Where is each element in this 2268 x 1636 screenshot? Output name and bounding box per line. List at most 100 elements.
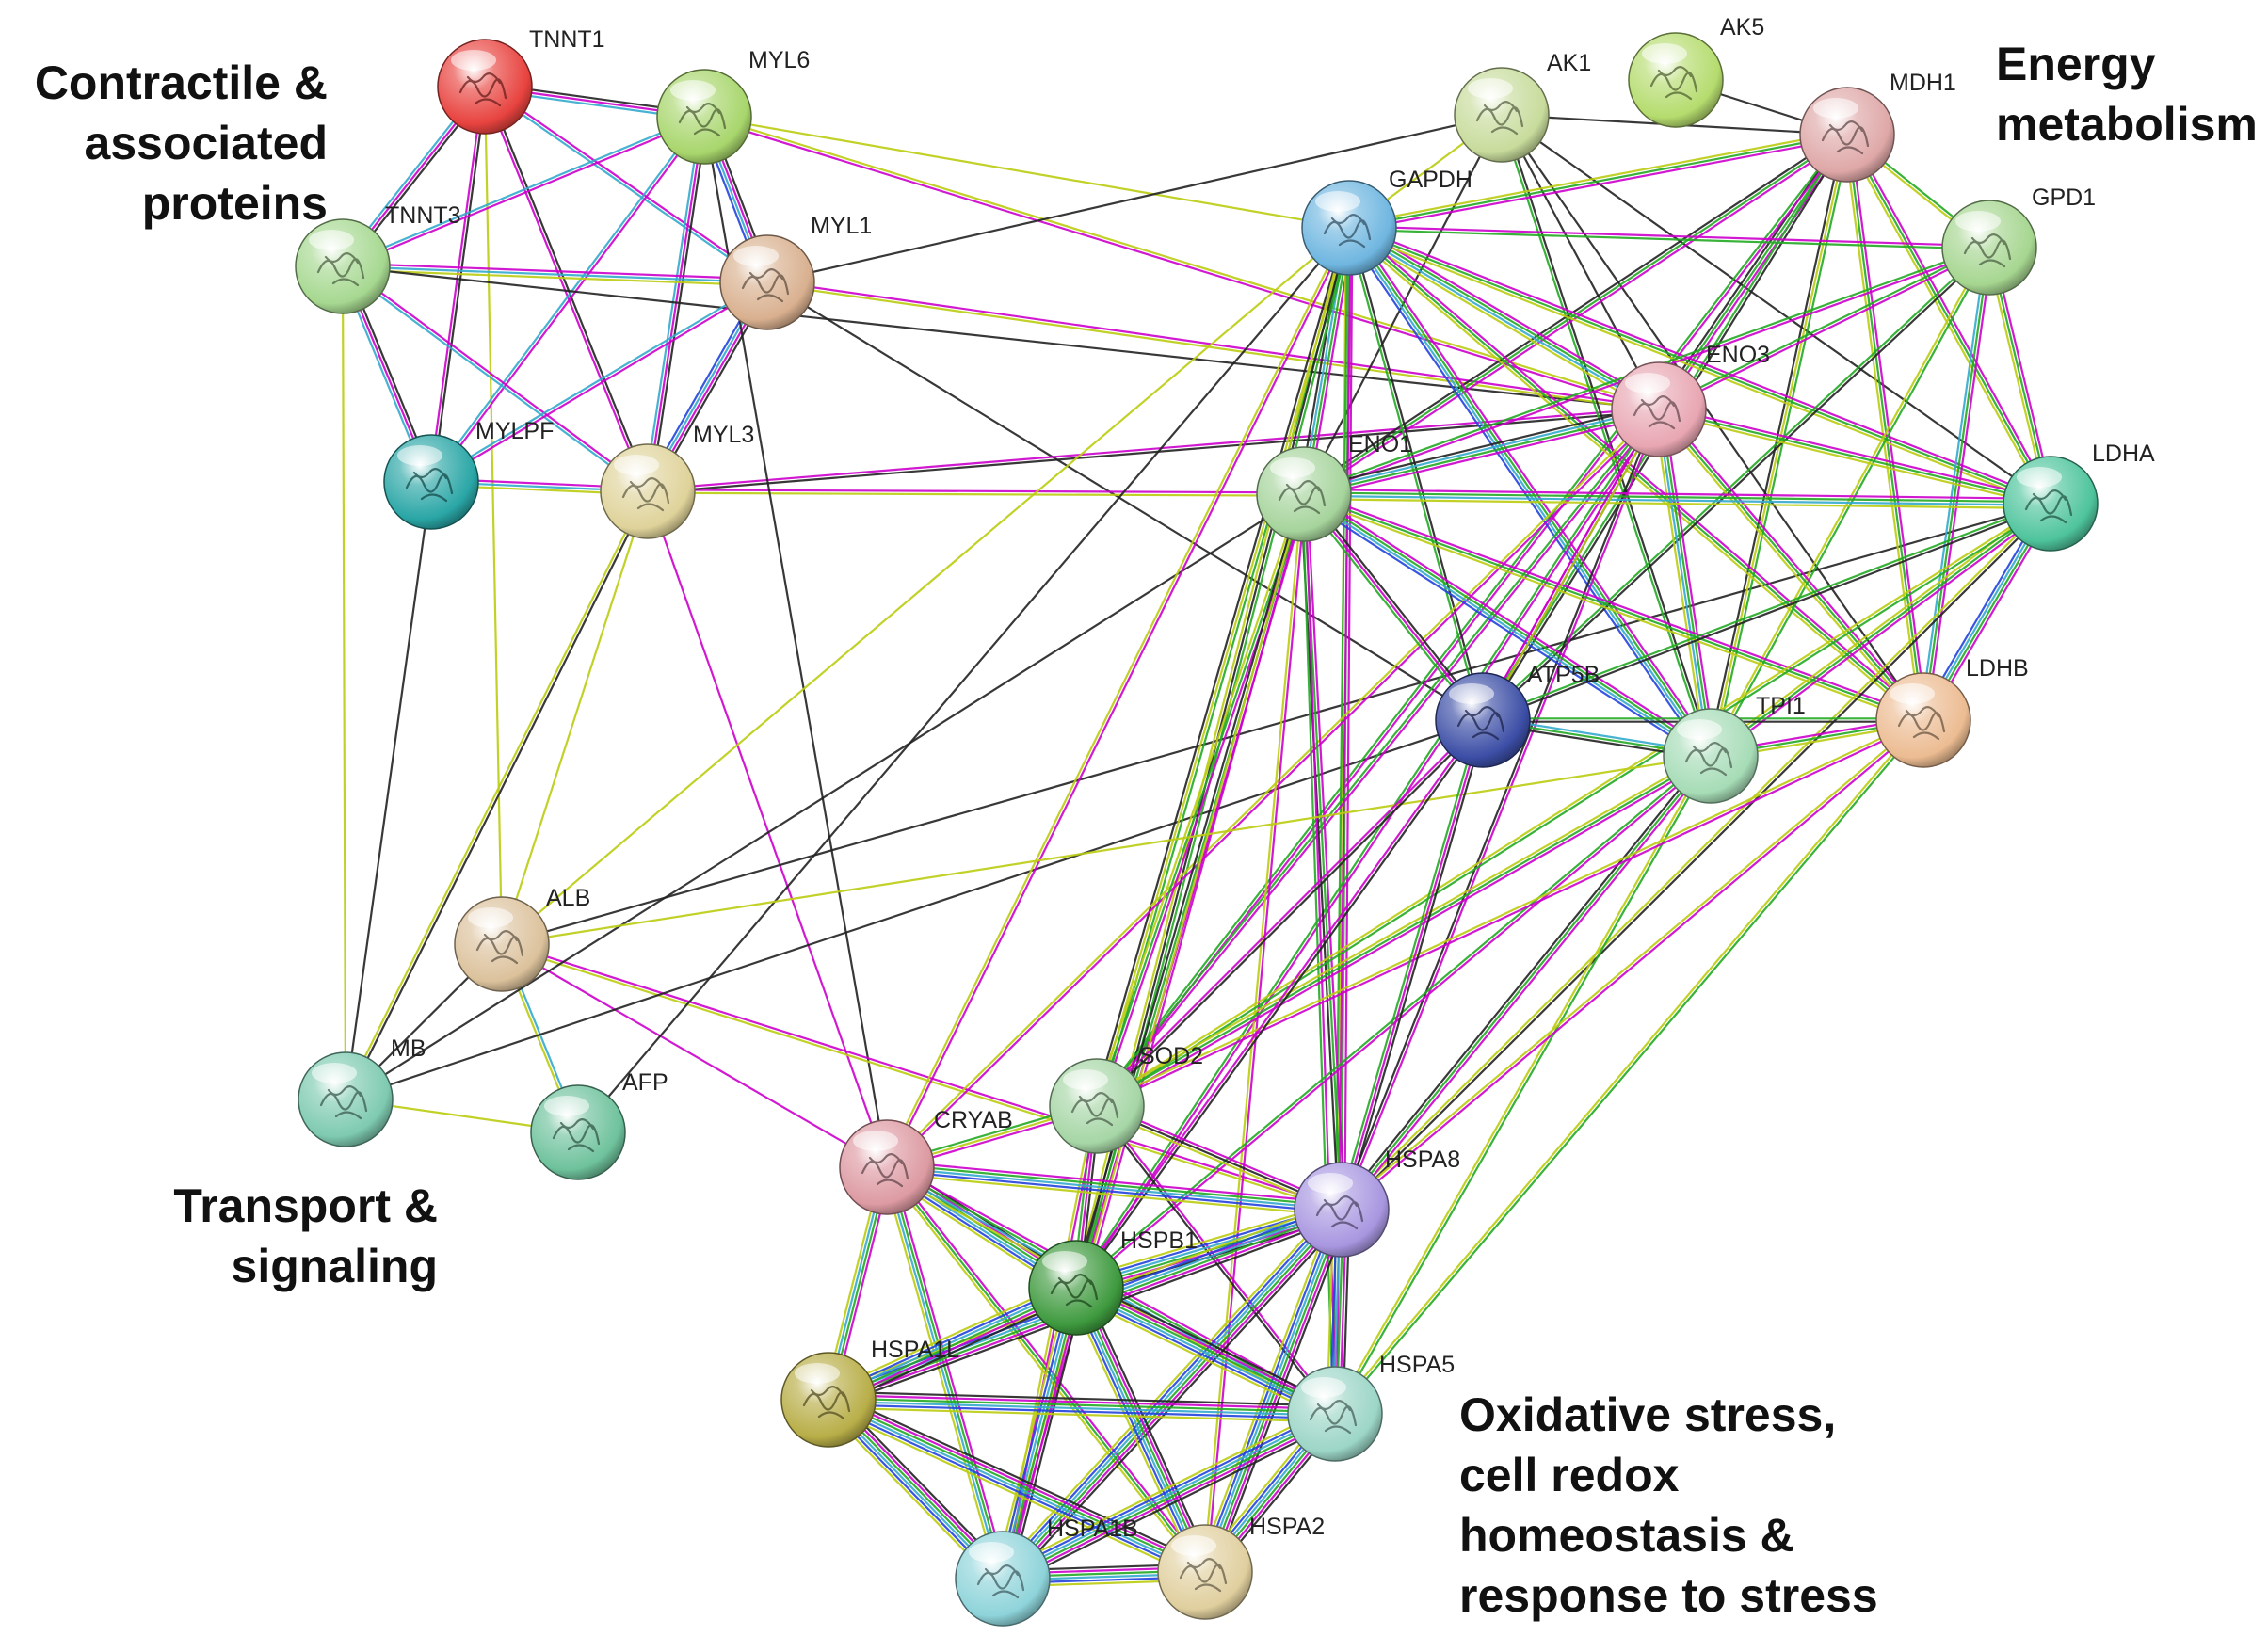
sphere-highlight [397, 445, 442, 466]
edge-channel [825, 1405, 1202, 1580]
edge-channel [1652, 409, 1708, 757]
node-atp5b[interactable]: ATP5B [1435, 662, 1600, 768]
edge-eno3-tpi1 [1652, 409, 1717, 757]
edge-channel [1300, 495, 1482, 723]
node-hspa1l[interactable]: HSPA1L [780, 1337, 959, 1448]
protein-structure-icon [552, 1118, 601, 1153]
edge-channel [1708, 246, 1989, 756]
edge-channel [1302, 494, 1711, 759]
edge-myl1-mylpf [429, 280, 769, 485]
node-label: GPD1 [2032, 184, 2096, 211]
protein-structure-icon [1309, 1400, 1358, 1435]
edge-channel [1483, 504, 2051, 723]
edge-channel [1710, 503, 2051, 757]
edge-channel [501, 943, 888, 1168]
edge-channel [1842, 135, 1922, 721]
node-myl3[interactable]: MYL3 [600, 422, 754, 539]
edge-channel [1303, 492, 1924, 722]
node-gapdh[interactable]: GAPDH [1301, 167, 1472, 276]
edge-alb-cryab [501, 943, 888, 1168]
node-myl6[interactable]: MYL6 [656, 47, 810, 165]
edge-channel [1202, 493, 1304, 1572]
edge-channel [1303, 494, 2051, 506]
node-ldhb[interactable]: LDHB [1875, 655, 2029, 768]
node-label: MYL6 [748, 47, 810, 73]
edge-eno3-hspa8 [1339, 408, 1662, 1211]
edge-tnnt3-myl1 [342, 262, 768, 287]
edge-myl3-mb [343, 489, 651, 1101]
node-eno1[interactable]: ENO1 [1256, 431, 1412, 542]
edge-channel [1348, 130, 1847, 226]
protein-structure-icon [1475, 101, 1524, 136]
edge-channel [1304, 489, 1925, 718]
node-myl1[interactable]: MYL1 [719, 213, 872, 330]
node-label: AFP [622, 1069, 668, 1096]
edge-channel [1068, 1291, 1199, 1576]
protein-structure-icon [976, 1564, 1025, 1599]
edge-channel [342, 265, 1660, 411]
edge-mb-eno1 [345, 493, 1305, 1100]
node-mb[interactable]: MB [298, 1035, 426, 1147]
edge-alb-gapdh [501, 227, 1350, 945]
group-title-line: Transport & [173, 1179, 438, 1232]
node-sod2[interactable]: SOD2 [1049, 1043, 1203, 1154]
edge-channel [1199, 1207, 1339, 1571]
edge-channel [1348, 227, 1924, 721]
edge-channel [998, 1205, 1340, 1577]
edge-channel [1342, 720, 1925, 1212]
node-cryab[interactable]: CRYAB [839, 1107, 1013, 1215]
node-tnnt3[interactable]: TNNT3 [295, 202, 461, 314]
edge-channel [886, 1172, 1342, 1217]
edge-channel [828, 1393, 1336, 1411]
edge-channel [1305, 491, 1487, 719]
protein-structure-icon [1179, 1558, 1228, 1593]
edge-channel [646, 490, 889, 1168]
edge-channel [485, 84, 769, 282]
node-hspa2[interactable]: HSPA2 [1157, 1514, 1325, 1620]
edge-hspa1l-hspa2 [825, 1391, 1209, 1580]
edge-channel [1657, 411, 2051, 508]
edge-channel [828, 1390, 1336, 1407]
node-tpi1[interactable]: TPI1 [1663, 693, 1806, 804]
node-label: HSPA2 [1249, 1514, 1325, 1540]
edge-channel [1348, 226, 2051, 505]
edge-channel [828, 1400, 1335, 1417]
edge-channel [431, 282, 769, 485]
node-alb[interactable]: ALB [454, 885, 590, 992]
node-gpd1[interactable]: GPD1 [1941, 184, 2096, 296]
node-mdh1[interactable]: MDH1 [1799, 70, 1956, 183]
node-ldha[interactable]: LDHA [2003, 441, 2155, 552]
edge-channel [704, 114, 1660, 409]
node-hspa5[interactable]: HSPA5 [1287, 1352, 1455, 1462]
protein-structure-icon [741, 268, 790, 303]
edge-channel [1094, 752, 1710, 1105]
edge-channel [766, 281, 1484, 721]
node-hspa8[interactable]: HSPA8 [1294, 1147, 1460, 1258]
node-label: LDHB [1966, 655, 2029, 682]
node-mylpf[interactable]: MYLPF [383, 418, 554, 530]
node-label: AK5 [1720, 14, 1764, 40]
sphere-highlight [1171, 1535, 1216, 1556]
protein-structure-icon [1050, 1274, 1099, 1308]
protein-structure-icon [621, 477, 670, 512]
edge-channel [1340, 502, 2051, 1210]
node-tnnt1[interactable]: TNNT1 [437, 26, 605, 135]
node-ak1[interactable]: AK1 [1454, 50, 1591, 163]
edge-channel [342, 265, 768, 284]
edge-channel [826, 1403, 1204, 1578]
node-afp[interactable]: AFP [530, 1069, 668, 1180]
edge-channel [1349, 225, 1661, 409]
node-label: CRYAB [934, 1107, 1013, 1133]
edge-channel [1662, 409, 1717, 756]
edge-channel [1306, 493, 1346, 1210]
node-ak5[interactable]: AK5 [1628, 14, 1764, 128]
edge-channel [828, 1406, 1335, 1423]
edge-channel [1303, 407, 1659, 494]
node-hspb1[interactable]: HSPB1 [1028, 1227, 1198, 1336]
node-hspa1b[interactable]: HSPA1B [955, 1516, 1138, 1627]
node-eno3[interactable]: ENO3 [1611, 342, 1770, 457]
edge-channel [1079, 1285, 1211, 1571]
edge-eno1-atp5b [1300, 491, 1487, 723]
edge-channel [1076, 1285, 1337, 1414]
edge-channel [1349, 223, 2052, 502]
